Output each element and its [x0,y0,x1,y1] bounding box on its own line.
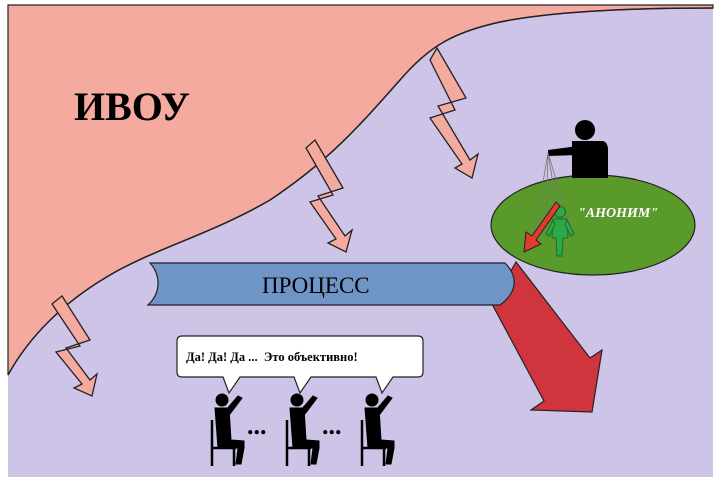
lightning-arrow-1 [428,46,480,180]
lightning-arrow-3 [51,295,99,397]
seated-person-3 [360,393,395,466]
puppet-figure [545,206,575,257]
process-banner [146,262,515,306]
organization-label: ИВОУ [74,84,190,129]
process-label: ПРОЦЕСС [262,273,370,298]
speech-text: Да! Да! Да ... Это объективно! [186,350,358,364]
big-red-arrow [491,260,603,413]
anonymous-ellipse [490,174,696,276]
speech-bubble [176,335,424,395]
anonymous-label: "АНОНИМ" [578,206,658,221]
organization-edge [7,7,714,376]
seated-person-1 [210,393,245,466]
small-red-arrow [523,201,561,253]
ellipsis-2: ... [322,411,342,440]
lightning-arrow-2 [305,138,354,253]
puppeteer-figure [548,120,608,178]
ellipsis-1: ... [247,411,267,440]
seated-person-2 [285,393,320,466]
